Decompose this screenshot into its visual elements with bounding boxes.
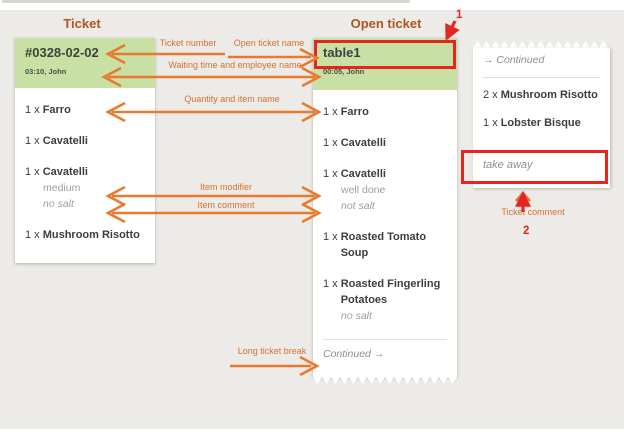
annotation-long-ticket-break: Long ticket break <box>237 346 307 356</box>
item-name: Mushroom Risotto <box>500 89 598 101</box>
annotation-waiting-time: Waiting time and employee name <box>168 60 302 70</box>
item-qty: 1 x <box>25 104 40 116</box>
ticket-number-value: #0328-02-02 <box>25 45 99 60</box>
item-qty: 1 x <box>323 106 338 118</box>
annotation-open-ticket-name: Open ticket name <box>233 38 305 48</box>
annotation-item-modifier: Item modifier <box>199 182 253 192</box>
item-modifier: well done <box>341 184 386 196</box>
ticket-card-header: #0328-02-02 03:10, John <box>15 38 155 88</box>
item-qty: 1 x <box>25 229 40 241</box>
item-comment: no salt <box>341 310 372 322</box>
torn-edge-bottom <box>313 377 457 384</box>
ticket-comment-value: take away <box>483 159 533 171</box>
annotation-item-comment: Item comment <box>197 200 255 210</box>
item-comment: not salt <box>341 200 375 212</box>
annotation-ticket-comment: Ticket comment <box>501 207 565 217</box>
open-ticket-name-value: table1 <box>323 45 361 60</box>
continued-header-label: → Continued <box>483 54 545 66</box>
item-qty: 2 x <box>483 89 498 101</box>
item-name: Mushroom Risotto <box>42 229 140 241</box>
item-name: Farro <box>42 104 71 116</box>
item-name: Cavatelli <box>42 166 88 178</box>
ticket-section-title: Ticket <box>63 16 101 31</box>
item-modifier: medium <box>43 182 81 194</box>
ticket-break-divider <box>323 339 447 340</box>
item-name: Lobster Bisque <box>500 117 581 129</box>
divider <box>483 77 600 78</box>
open-ticket-section-title: Open ticket <box>350 16 422 31</box>
continued-label: Continued → <box>323 348 385 360</box>
annotation-ticket-number: Ticket number <box>159 38 217 48</box>
item-qty: 1 x <box>323 137 338 149</box>
item-name: Cavatelli <box>340 168 386 180</box>
item-name: Cavatelli <box>340 137 386 149</box>
top-divider <box>2 0 410 3</box>
torn-edge-top <box>473 41 610 48</box>
highlight-box-open-ticket-name <box>314 40 456 69</box>
highlight-box-ticket-comment <box>461 150 608 184</box>
item-qty: 1 x <box>323 231 338 243</box>
item-qty: 1 x <box>25 135 40 147</box>
open-ticket-card-header: table1 00:05, John <box>313 38 457 90</box>
item-name: Cavatelli <box>42 135 88 147</box>
red-marker-2: 2 <box>523 225 530 237</box>
item-qty: 1 x <box>323 278 338 290</box>
open-ticket-meta: 00:05, John <box>323 67 365 76</box>
red-marker-1: 1 <box>456 9 463 21</box>
item-name: Roasted Tomato Soup <box>340 231 427 259</box>
item-comment: no salt <box>43 198 74 210</box>
item-qty: 1 x <box>323 168 338 180</box>
ticket-meta: 03:10, John <box>25 67 67 76</box>
item-qty: 1 x <box>25 166 40 178</box>
annotation-quantity-item-name: Quantity and item name <box>184 94 280 104</box>
item-name: Farro <box>340 106 369 118</box>
item-name: Roasted Fingerling Potatoes <box>340 278 441 306</box>
item-qty: 1 x <box>483 117 498 129</box>
